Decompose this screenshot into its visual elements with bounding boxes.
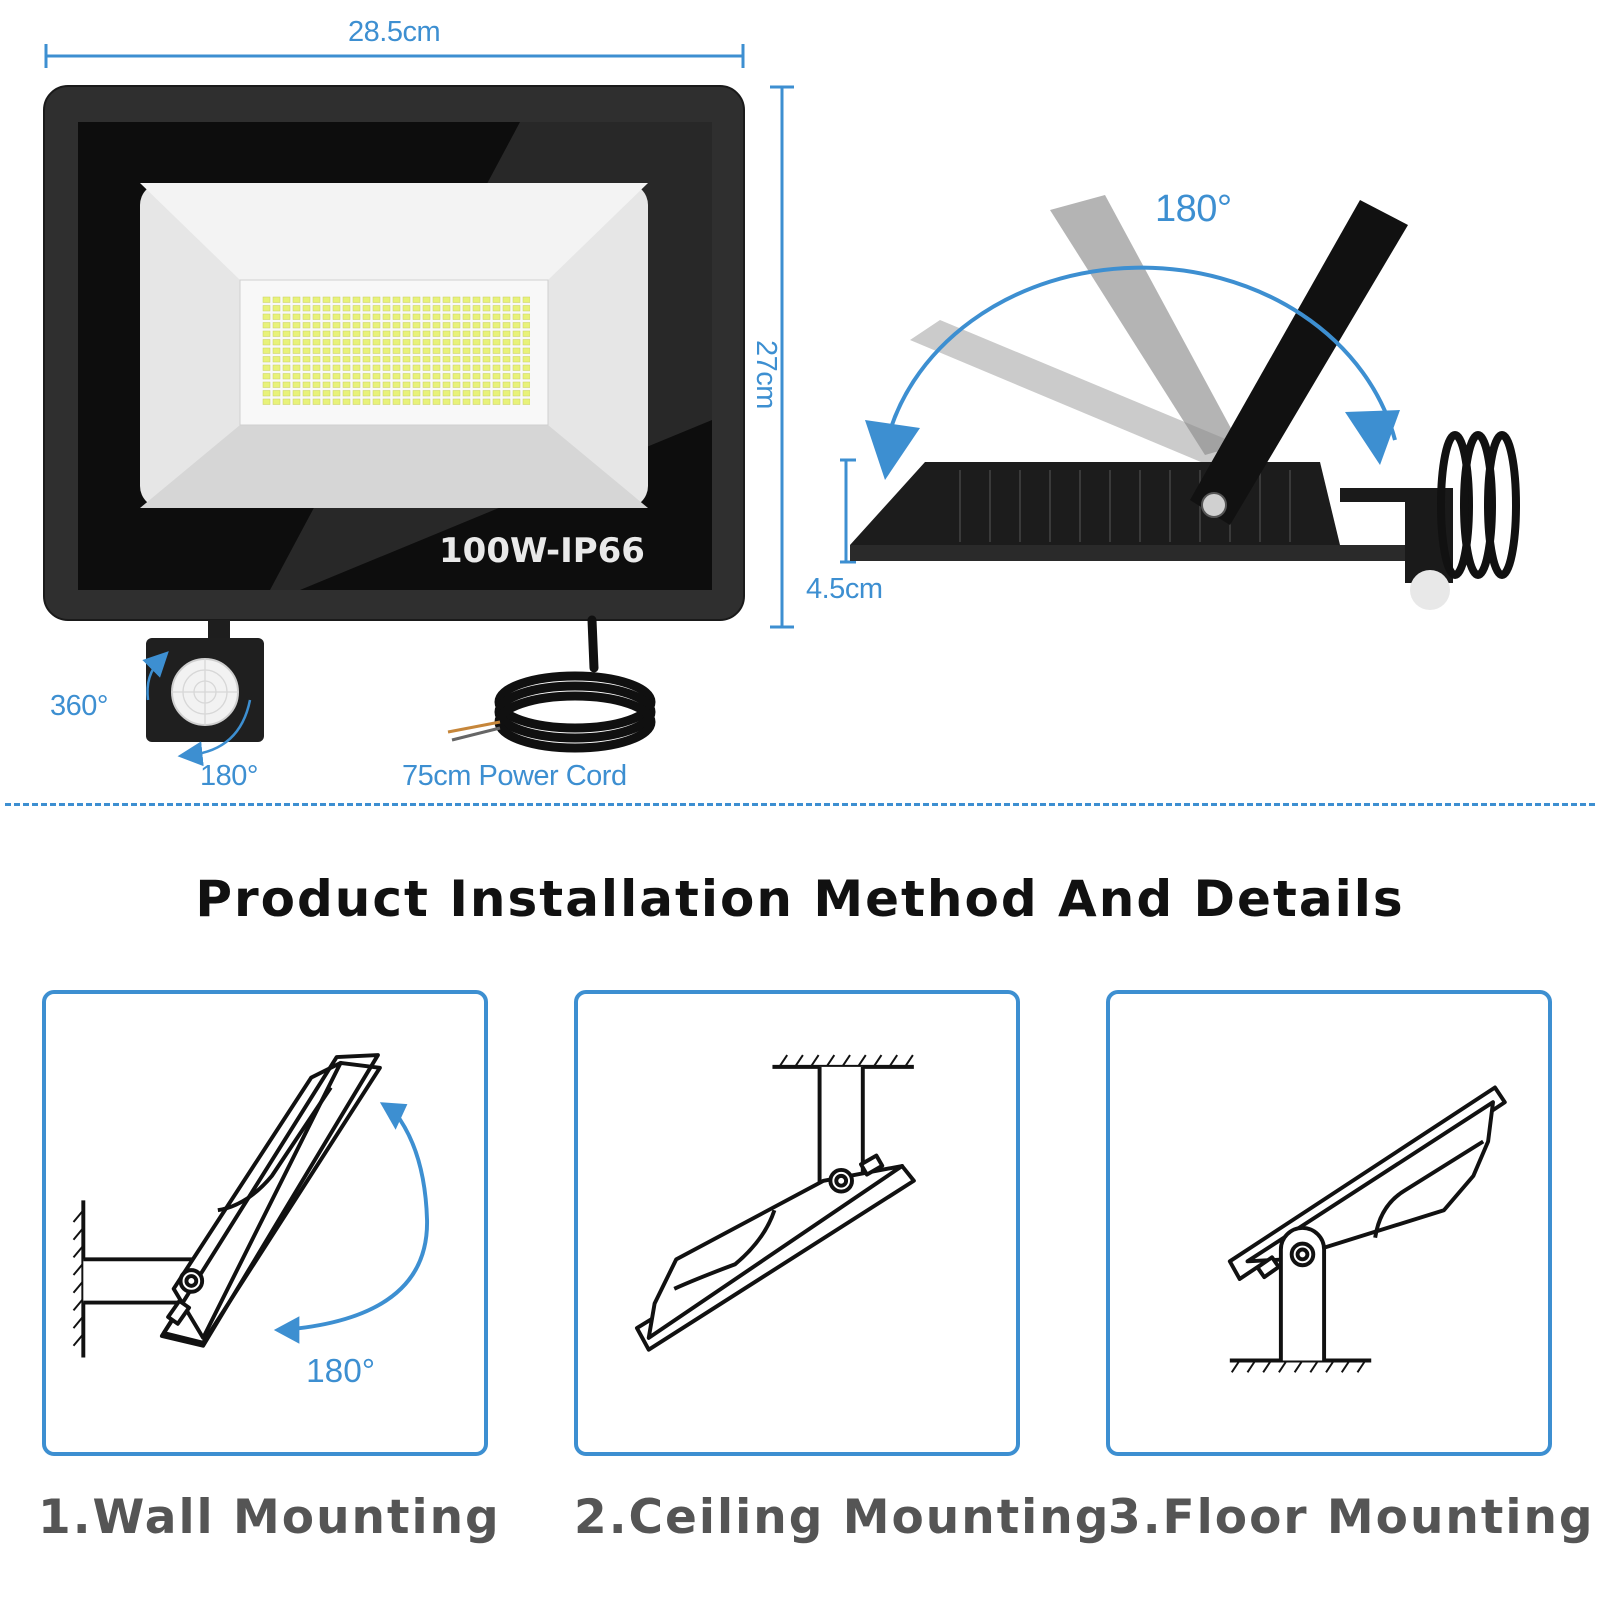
side-bracket-arm [1190,200,1408,525]
ghost-position-2 [1050,195,1240,455]
floodlight-side-base [850,462,1340,545]
model-label: 100W-IP66 [439,531,645,571]
tilt-rotation-arc [883,265,1397,451]
side-view-illustration [840,195,1520,610]
front-view-illustration: 100W-IP66 [43,44,794,767]
sensor-rotation-arc-vertical [177,699,252,767]
side-power-cord [1437,431,1520,579]
sensor-rotation-arc-horizontal [142,651,169,701]
sensor-rotation-horizontal-label: 360° [50,690,108,722]
section-divider [5,803,1595,806]
side-sensor-lens [1410,570,1450,610]
section-title: Product Installation Method And Details [195,870,1405,928]
tilt-angle-label: 180° [1155,188,1232,230]
method-card-wall: 180° [42,990,488,1456]
method-card-floor [1106,990,1552,1456]
method-label-floor: 3.Floor Mounting [1108,1490,1595,1545]
depth-dimension-line [840,458,856,564]
height-dimension-label: 27cm [750,340,782,409]
height-dimension-line [770,85,794,629]
wall-angle-label: 180° [306,1353,375,1390]
depth-dimension-label: 4.5cm [806,573,883,605]
tilt-arrow-left [865,420,920,480]
power-cord-label: 75cm Power Cord [402,760,627,792]
method-label-ceiling: 2.Ceiling Mounting [574,1490,1111,1545]
power-cord [494,615,656,753]
sensor-rotation-vertical-label: 180° [200,760,258,792]
wall-rotation-arc [281,1110,430,1333]
ghost-position-1 [910,320,1240,470]
width-dimension-label: 28.5cm [348,16,441,48]
method-label-wall: 1.Wall Mounting [38,1490,501,1545]
tilt-arrow-right [1345,410,1400,465]
width-dimension-line [44,44,745,68]
ceiling-mounting-diagram [634,1054,916,1352]
bracket-bolt [1201,492,1227,518]
floor-mounting-diagram [1227,1085,1507,1373]
wall-mounting-diagram: 180° [72,1053,430,1390]
method-card-ceiling [574,990,1020,1456]
cord-wire-ends [447,720,501,742]
